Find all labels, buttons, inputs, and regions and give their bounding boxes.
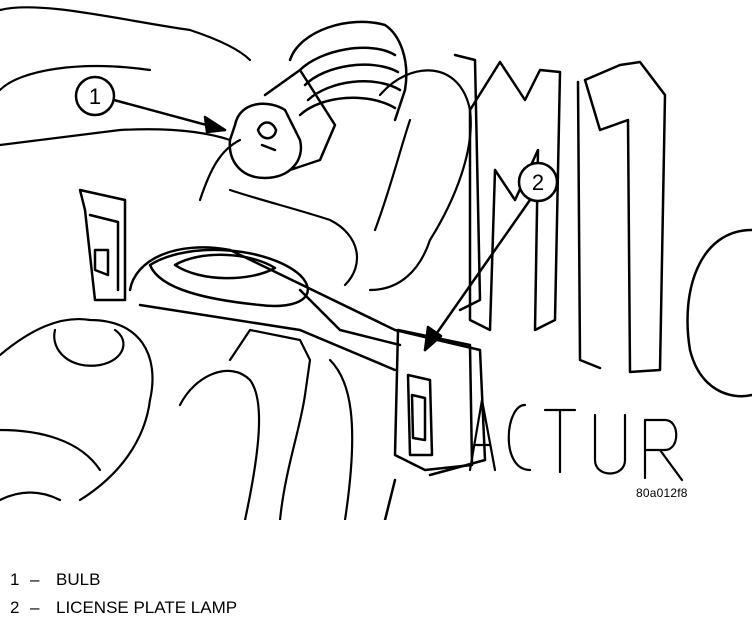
legend-label: LICENSE PLATE LAMP <box>56 598 238 617</box>
legend-separator: – <box>30 570 40 589</box>
figure-code: 80a012f8 <box>636 486 688 500</box>
legend-separator: – <box>30 598 40 617</box>
callout-2-number: 2 <box>532 170 544 195</box>
legend-item-license-plate-lamp: 2–LICENSE PLATE LAMP <box>10 594 237 622</box>
legend-number: 1 <box>10 570 20 589</box>
license-plate-lamp-illustration: 1 2 <box>0 6 752 520</box>
bulb-glass <box>228 102 303 180</box>
bulb-and-socket <box>228 20 408 180</box>
lamp-housing <box>78 188 487 477</box>
legend-label: BULB <box>56 570 101 589</box>
license-plate <box>383 53 752 520</box>
legend-number: 2 <box>10 598 20 617</box>
callout-1: 1 <box>74 75 227 134</box>
callout-1-number: 1 <box>89 84 101 109</box>
legend: 1–BULB 2–LICENSE PLATE LAMP <box>10 566 237 622</box>
callout-2: 2 <box>423 161 559 352</box>
lamp-right-clip <box>393 328 474 472</box>
legend-item-bulb: 1–BULB <box>10 566 237 594</box>
hands <box>0 6 472 520</box>
plate-letter-1 <box>583 60 667 374</box>
plate-lettering-actur <box>468 398 684 482</box>
plate-letter-m <box>468 60 562 332</box>
